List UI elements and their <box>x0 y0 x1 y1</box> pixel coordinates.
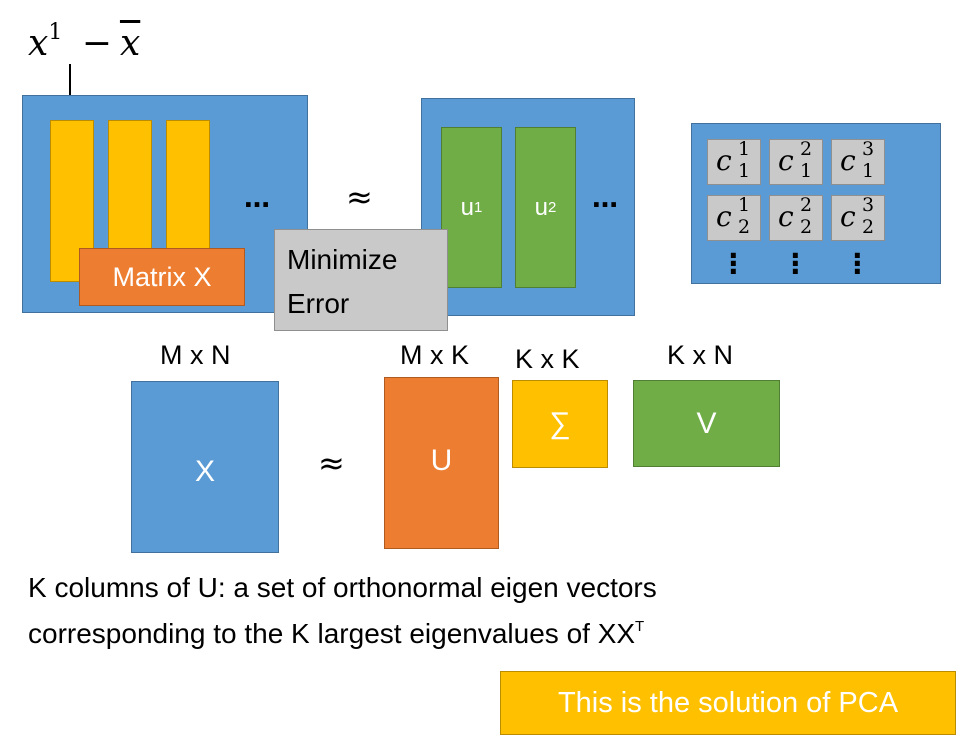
matrix-x-ellipsis: … <box>244 184 270 214</box>
transpose-superscript: T <box>635 618 645 635</box>
dim-x-label: M x N <box>160 340 231 370</box>
u2-label: u <box>534 193 548 221</box>
dim-v-label: K x N <box>667 340 734 370</box>
coefficient-superscript: 1 <box>738 194 751 216</box>
u-matrix-block: U <box>384 377 499 549</box>
description-line-2-text: corresponding to the K largest eigenvalu… <box>28 618 636 649</box>
coefficient-subscript: 2 <box>800 216 813 238</box>
x-symbol: x <box>28 23 49 64</box>
approx-sign-top: ≈ <box>346 178 373 216</box>
coefficient-base: c <box>716 144 732 177</box>
vdots-col-1: ··· <box>728 239 739 288</box>
dim-u-label: M x K <box>400 340 470 370</box>
coefficient-base: c <box>778 144 794 177</box>
minimize-error-line1: Minimize <box>287 244 398 275</box>
dim-sigma-label: K x K <box>515 344 580 374</box>
coefficient-subscript: 1 <box>738 160 751 182</box>
coefficient-superscript: 3 <box>862 194 875 216</box>
minus-sign: − <box>81 23 112 64</box>
solution-banner: This is the solution of PCA <box>500 671 956 735</box>
description-line-1: K columns of U: a set of orthonormal eig… <box>28 572 657 603</box>
coefficient-base: c <box>778 200 794 233</box>
v-matrix-block: V <box>633 380 780 467</box>
coefficient-superscript: 2 <box>800 138 813 160</box>
coefficient-subscript: 2 <box>738 216 751 238</box>
u1-superscript: 1 <box>474 199 483 216</box>
coefficient-base: c <box>840 200 856 233</box>
minimize-error-box: Minimize Error <box>274 229 448 331</box>
minimize-error-line2: Error <box>287 288 350 319</box>
coefficient-subscript: 1 <box>862 160 875 182</box>
coefficient-subscript: 2 <box>862 216 875 238</box>
sigma-matrix-block: ∑ <box>512 380 608 468</box>
coefficient-superscript: 3 <box>862 138 875 160</box>
description-line-2: corresponding to the K largest eigenvalu… <box>28 618 644 650</box>
approx-sign-bottom: ≈ <box>318 444 345 482</box>
x-matrix-block: X <box>131 381 279 553</box>
u1-label: u <box>460 193 474 221</box>
u-vectors-ellipsis: … <box>592 184 618 214</box>
coefficient-base: c <box>716 200 732 233</box>
u2-superscript: 2 <box>548 199 557 216</box>
coefficient-base: c <box>840 144 856 177</box>
x-bar-symbol: x <box>119 23 141 64</box>
x-superscript: 1 <box>48 20 63 45</box>
coefficient-superscript: 1 <box>738 138 751 160</box>
vdots-col-3: ··· <box>852 239 863 288</box>
matrix-x-label: Matrix X <box>79 248 245 306</box>
coefficient-superscript: 2 <box>800 194 813 216</box>
mean-subtracted-label: x1 −x <box>28 20 140 64</box>
vdots-col-2: ··· <box>790 239 801 288</box>
coefficient-subscript: 1 <box>800 160 813 182</box>
